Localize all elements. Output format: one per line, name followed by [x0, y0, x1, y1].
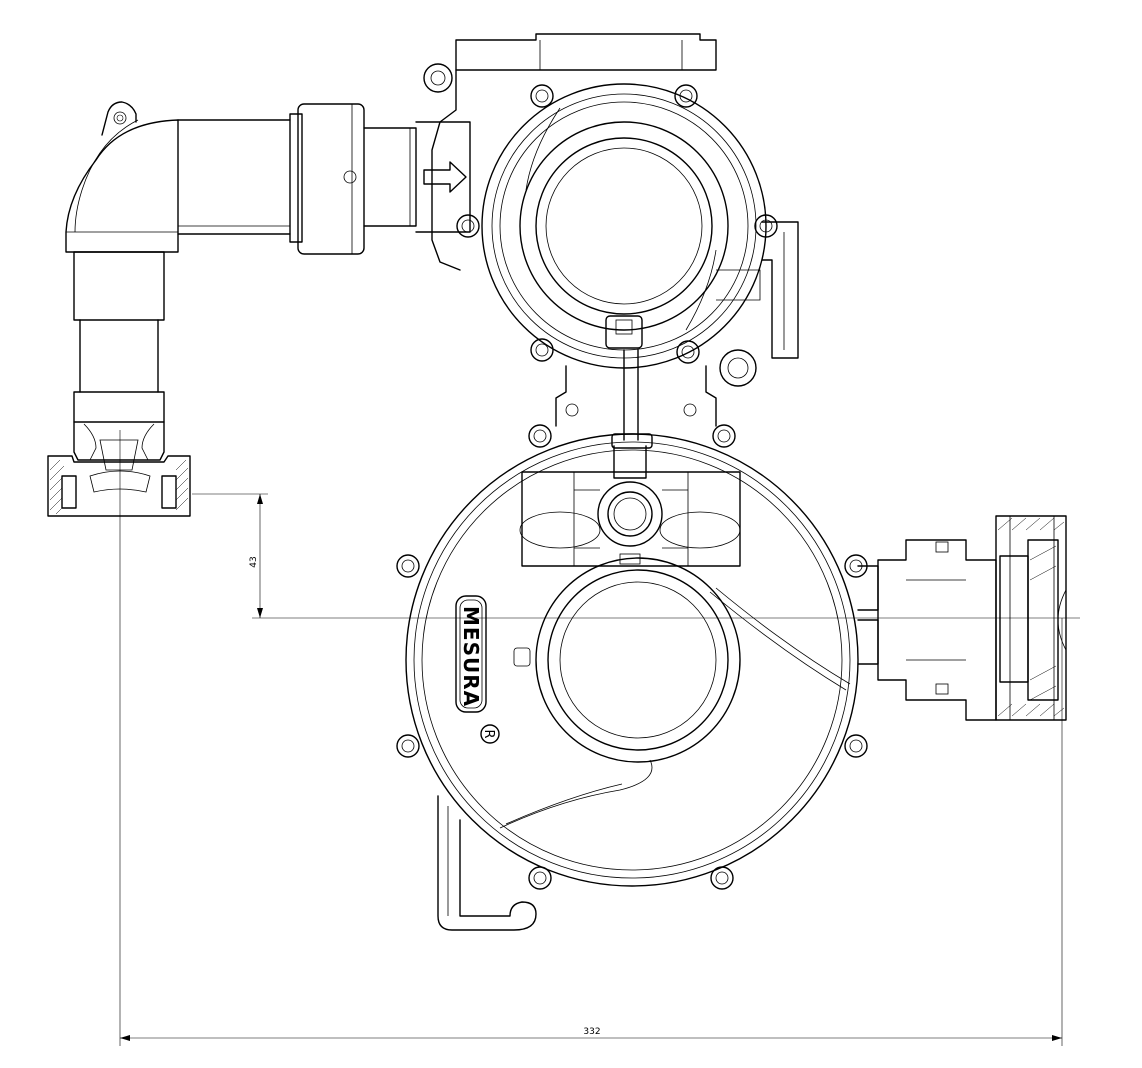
lower-bolts [396, 424, 868, 890]
dimension-label-vertical: 43 [249, 556, 259, 567]
brand-logo-text: MESURA [459, 606, 483, 707]
lower-regulator [396, 424, 868, 931]
thread-hatching-right [997, 517, 1065, 717]
brand-logo: MESURA R [455, 595, 500, 744]
inlet-elbow-pipe [47, 101, 471, 517]
upper-bolts [456, 84, 778, 364]
registered-mark: R [481, 729, 496, 738]
dimension-label-overall-width: 332 [583, 1027, 600, 1037]
dimension-lines [119, 430, 1080, 1046]
interstage-connector [555, 349, 717, 449]
upper-regulator [423, 33, 799, 387]
thread-hatching-left [49, 459, 189, 515]
